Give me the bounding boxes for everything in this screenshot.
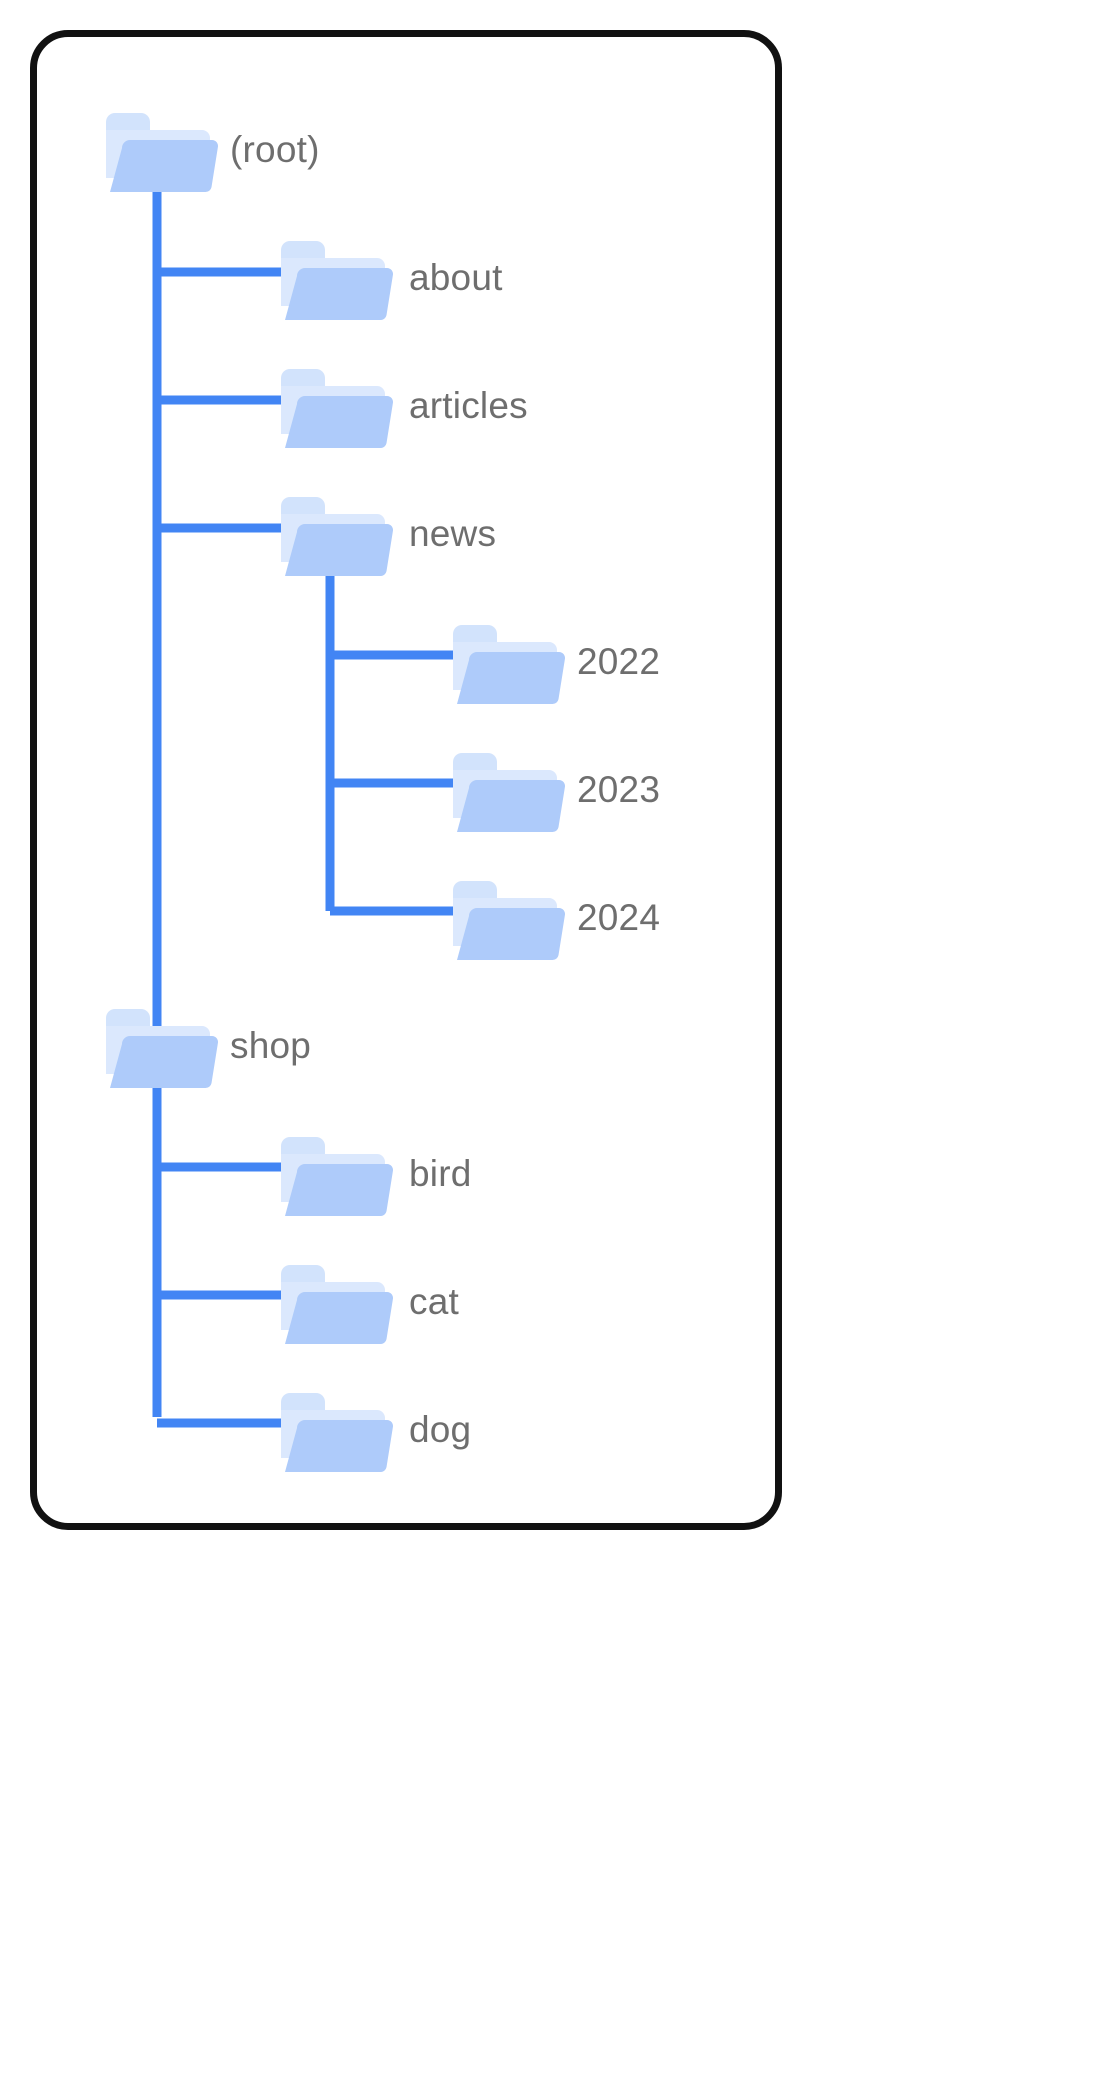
- tree-node-bird[interactable]: bird: [275, 1124, 472, 1220]
- tree-node-dog[interactable]: dog: [275, 1380, 471, 1476]
- tree-node-label: dog: [409, 1408, 472, 1450]
- folder-icon: [275, 228, 395, 324]
- tree-node-label: (root): [230, 128, 320, 170]
- folder-icon: [275, 1380, 395, 1476]
- tree-node-label: shop: [230, 1024, 312, 1066]
- tree-node-cat[interactable]: cat: [275, 1252, 459, 1348]
- tree-node-2024[interactable]: 2024: [447, 868, 660, 964]
- folder-icon: [100, 100, 220, 196]
- tree-node-label: 2023: [577, 768, 661, 810]
- tree-node-label: 2022: [577, 640, 661, 682]
- tree-node-label: articles: [409, 384, 528, 426]
- folder-icon: [275, 356, 395, 452]
- tree-node-news[interactable]: news: [275, 484, 496, 580]
- tree-node-2023[interactable]: 2023: [447, 740, 660, 836]
- folder-icon: [275, 1124, 395, 1220]
- folder-icon: [447, 868, 567, 964]
- folder-icon: [100, 996, 220, 1092]
- tree-node-2022[interactable]: 2022: [447, 612, 660, 708]
- tree-node-articles[interactable]: articles: [275, 356, 528, 452]
- tree-node-label: news: [409, 512, 497, 554]
- tree-node-label: bird: [409, 1152, 472, 1194]
- tree-node-label: cat: [409, 1280, 459, 1322]
- tree-node-root[interactable]: (root): [100, 100, 320, 196]
- folder-icon: [447, 612, 567, 708]
- folder-icon: [275, 1252, 395, 1348]
- tree-node-label: about: [409, 256, 503, 298]
- tree-node-label: 2024: [577, 896, 661, 938]
- tree-node-shop[interactable]: shop: [100, 996, 311, 1092]
- tree-node-about[interactable]: about: [275, 228, 503, 324]
- folder-icon: [275, 484, 395, 580]
- folder-icon: [447, 740, 567, 836]
